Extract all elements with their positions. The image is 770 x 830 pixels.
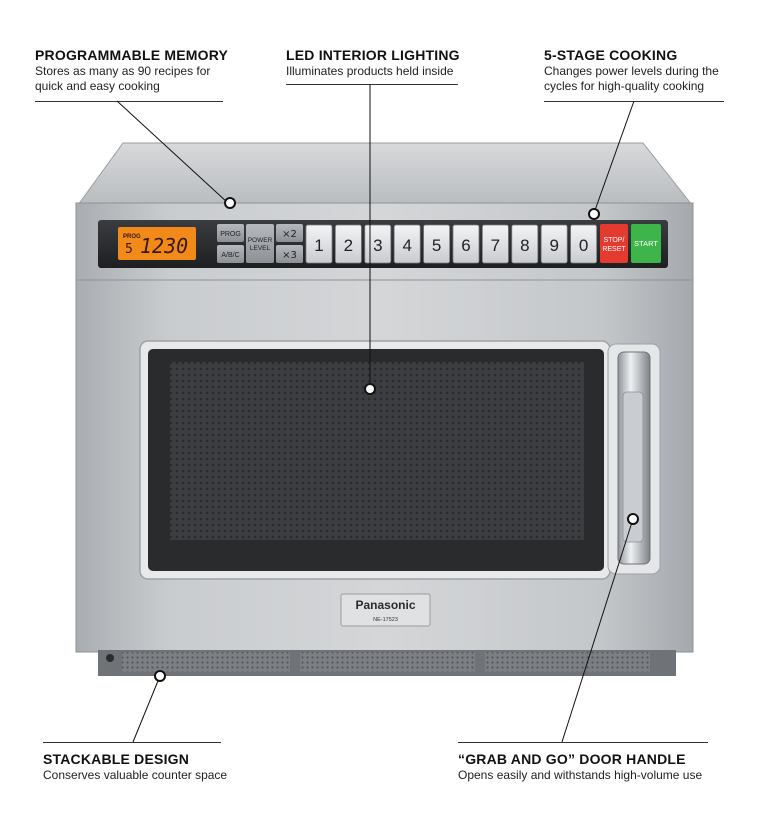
start-button[interactable] [631,224,661,263]
digit-label-7: 7 [491,236,500,255]
callout-stackable-design: STACKABLE DESIGN Conserves valuable coun… [43,751,227,783]
callout-title: STACKABLE DESIGN [43,751,190,767]
callout-title: 5-STAGE COOKING [544,47,678,63]
display-window [118,227,196,260]
callout-title: “GRAB AND GO” DOOR HANDLE [458,751,686,767]
brand-plate [340,593,431,627]
power-level-label-line2: LEVEL [250,245,271,252]
digit-label-2: 2 [344,236,353,255]
digit-label-1: 1 [314,236,323,255]
callout-rule [286,84,458,85]
callout-description: Changes power levels during the cycles f… [544,64,719,93]
digit-button-7[interactable] [481,224,509,264]
callout-led-lighting: LED INTERIOR LIGHTING Illuminates produc… [286,47,460,79]
digit-label-8: 8 [520,236,529,255]
digit-label-0: 0 [579,236,588,255]
callout-rule [458,742,708,743]
digit-keypad: 1 2 3 4 5 6 7 8 9 0 [305,224,597,264]
start-button-label: START [634,239,658,248]
digit-button-2[interactable] [334,224,362,264]
door-window-mesh [170,362,584,540]
times-three-button[interactable] [276,245,303,263]
callout-programmable-memory: PROGRAMMABLE MEMORY Stores as many as 90… [35,47,228,94]
digit-button-6[interactable] [452,224,480,264]
callout-five-stage-cooking: 5-STAGE COOKING Changes power levels dur… [544,47,719,94]
stop-reset-label-line1: STOP/ [604,237,625,244]
prog-button-label: PROG [220,231,241,238]
power-level-button[interactable] [246,224,274,263]
digit-button-1[interactable] [305,224,333,264]
leader-five-stage [593,100,635,214]
callout-dot-programmable-memory [224,197,236,209]
vent-grille-center [300,652,475,672]
digit-button-5[interactable] [423,224,451,264]
digit-label-9: 9 [549,236,558,255]
digit-button-9[interactable] [540,224,568,264]
model-number: NE-17523 [373,617,398,623]
callout-description: Opens easily and withstands high-volume … [458,768,703,782]
digit-button-8[interactable] [511,224,539,264]
digit-label-3: 3 [373,236,382,255]
display-time: 1230 [140,234,188,258]
callout-rule [43,742,221,743]
display-prog-label: PROG [123,234,141,240]
stop-reset-label-line2: RESET [602,246,626,253]
callout-title: PROGRAMMABLE MEMORY [35,47,229,63]
foot-screw [106,654,114,662]
display-prog-value: 5 [125,242,133,257]
times-two-button[interactable] [276,224,303,242]
door-handle-grip [622,391,644,543]
digit-label-4: 4 [402,236,411,255]
digit-button-0[interactable] [570,224,597,264]
callout-dot-led-lighting [364,383,376,395]
callout-dot-five-stage [588,208,600,220]
digit-button-3[interactable] [364,224,392,264]
times-two-label: ×2 [282,229,297,240]
times-three-label: ×3 [282,250,297,261]
callout-dot-stackable [154,670,166,682]
abc-button-label: A/B/C [221,252,239,259]
callout-description: Stores as many as 90 recipes for quick a… [35,64,211,93]
leader-programmable-memory [116,100,229,204]
vent-grille-left [122,652,290,672]
callout-rule [35,101,223,102]
callout-description: Illuminates products held inside [286,64,454,78]
digit-button-4[interactable] [393,224,421,264]
digit-label-6: 6 [461,236,470,255]
callout-title: LED INTERIOR LIGHTING [286,47,460,63]
stop-reset-button[interactable] [600,224,628,263]
brand-logo: Panasonic [355,598,415,612]
digit-label-5: 5 [432,236,441,255]
callout-door-handle: “GRAB AND GO” DOOR HANDLE Opens easily a… [458,751,702,783]
power-level-label-line1: POWER [248,237,273,244]
leader-stackable [132,675,161,743]
leader-door-handle [561,518,634,743]
callout-description: Conserves valuable counter space [43,768,228,782]
abc-button[interactable] [217,245,244,263]
vent-grille-right [485,652,650,672]
prog-button[interactable] [217,224,244,242]
callout-dot-door-handle [627,513,639,525]
